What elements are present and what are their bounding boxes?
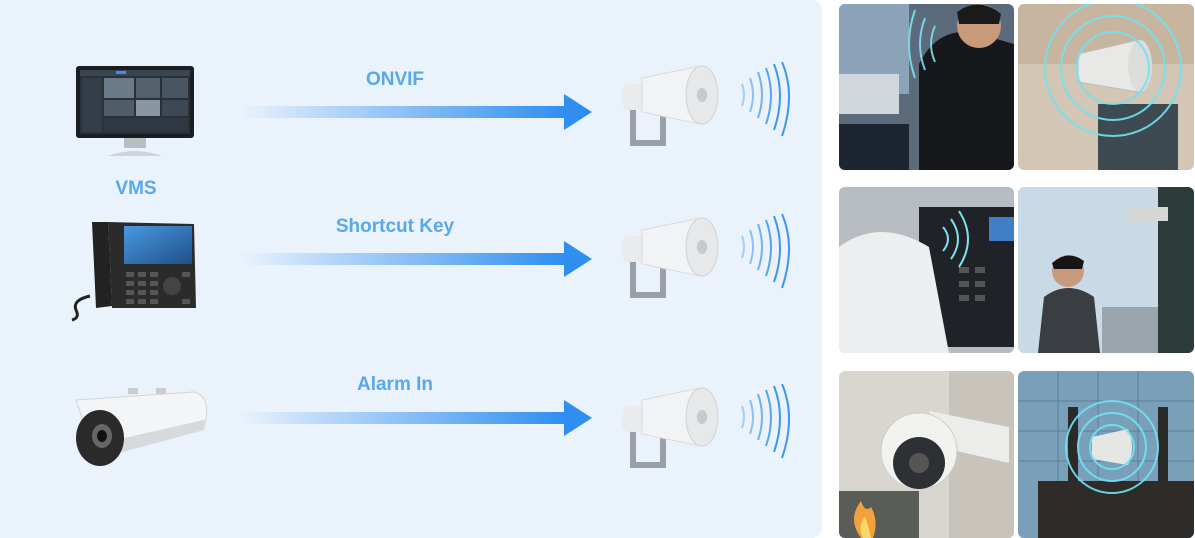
vms-monitor-icon — [74, 64, 196, 160]
person-using-desk-phone-photo — [839, 187, 1014, 353]
horn-speaker-icon — [616, 61, 806, 150]
alarm-in-arrow — [240, 400, 592, 436]
speaker-on-building-photo — [1018, 371, 1194, 538]
ip-desk-phone-icon — [68, 216, 200, 322]
dome-camera-fire-photo — [839, 371, 1014, 538]
horn-speaker-on-pole-photo — [1018, 4, 1194, 170]
onvif-label: ONVIF — [365, 69, 425, 90]
person-looking-at-speaker-photo — [1018, 187, 1194, 353]
alarm-in-label: Alarm In — [356, 374, 434, 395]
horn-speaker-icon — [616, 213, 806, 302]
bullet-camera-icon — [66, 386, 212, 470]
onvif-arrow — [240, 94, 592, 130]
person-using-laptop-photo — [839, 4, 1014, 170]
shortcut-key-label: Shortcut Key — [335, 216, 455, 237]
horn-speaker-icon — [616, 383, 806, 472]
vms-label: VMS — [115, 178, 157, 199]
shortcut-key-arrow — [240, 241, 592, 277]
